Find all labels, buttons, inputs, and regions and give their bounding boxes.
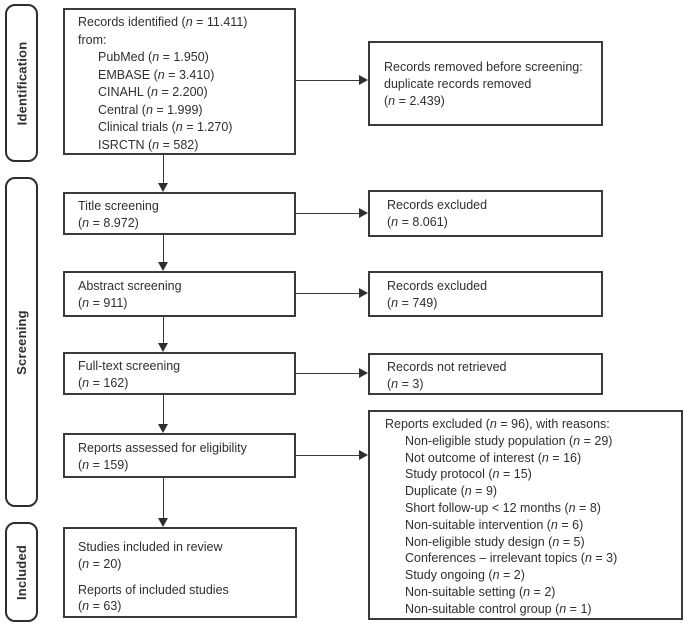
arrow-line-assessed-to-reports-excluded <box>296 454 359 457</box>
arrow-head-right-icon <box>359 288 368 298</box>
source-line: EMBASE (n = 3.410) <box>98 67 215 82</box>
reason-line: Short follow-up < 12 months (n = 8) <box>405 500 601 515</box>
text-line: (n = 20) <box>78 556 122 571</box>
text-line: (n = 2.439) <box>384 93 445 108</box>
studies-included-box: Studies included in review (n = 20) Repo… <box>63 527 297 618</box>
arrow-line-assessed-to-included <box>162 478 165 518</box>
text-line: Reports excluded (n = 96), with reasons: <box>385 417 610 431</box>
reason-line: Non-suitable setting (n = 2) <box>405 584 556 599</box>
text-line: Title screening <box>78 199 159 213</box>
reason-line: Non-suitable control group (n = 1) <box>405 601 592 616</box>
arrow-head-down-icon <box>158 183 168 192</box>
reason-line: Conferences – irrelevant topics (n = 3) <box>405 551 618 566</box>
reason-line: Duplicate (n = 9) <box>405 484 498 499</box>
reason-line: Not outcome of interest (n = 16) <box>405 450 582 465</box>
reason-line: Non-eligible study design (n = 5) <box>405 534 585 549</box>
reason-line: Non-eligible study population (n = 29) <box>405 433 613 448</box>
text-line: (n = 162) <box>78 375 129 390</box>
fulltext-screening-box: Full-text screening (n = 162) <box>63 352 296 395</box>
arrow-line-identified-to-title <box>162 155 165 183</box>
stage-included: Included <box>5 522 38 622</box>
arrow-line-title-to-abstract <box>162 235 165 262</box>
text-line: duplicate records removed <box>384 76 532 91</box>
records-identified-box: Records identified (n = 11.411) from: Pu… <box>63 8 296 155</box>
text-line: Records removed before screening: <box>384 60 583 74</box>
reason-line: Non-suitable intervention (n = 6) <box>405 517 584 532</box>
arrow-head-down-icon <box>158 518 168 527</box>
text-line: Records identified (n = 11.411) <box>78 15 248 29</box>
source-line: Clinical trials (n = 1.270) <box>98 120 233 134</box>
arrow-head-right-icon <box>359 75 368 85</box>
records-excluded-title-box: Records excluded (n = 8.061) <box>368 190 603 237</box>
reports-assessed-box: Reports assessed for eligibility (n = 15… <box>63 433 296 478</box>
text-line: Studies included in review <box>78 540 223 554</box>
text-line: Reports of included studies <box>78 582 229 597</box>
text-line: Abstract screening <box>78 279 182 293</box>
reason-line: Study ongoing (n = 2) <box>405 568 525 583</box>
stage-screening: Screening <box>5 177 38 507</box>
source-line: PubMed (n = 1.950) <box>98 50 209 64</box>
records-excluded-abstract-box: Records excluded (n = 749) <box>368 271 603 317</box>
source-line: CINAHL (n = 2.200) <box>98 85 208 99</box>
text-line: (n = 3) <box>387 376 424 391</box>
text-line: from: <box>78 32 107 47</box>
text-line: (n = 63) <box>78 599 122 614</box>
text-line: Records not retrieved <box>387 360 507 374</box>
arrow-line-abstract-to-fulltext <box>162 317 165 343</box>
arrow-line-identified-to-removed <box>296 79 359 82</box>
included-review-paragraph: Studies included in review (n = 20) <box>78 539 289 573</box>
stage-included-label: Included <box>14 544 29 600</box>
arrow-head-down-icon <box>158 343 168 352</box>
arrow-head-down-icon <box>158 424 168 433</box>
records-not-retrieved-box: Records not retrieved (n = 3) <box>368 353 603 395</box>
included-reports-paragraph: Reports of included studies (n = 63) <box>78 582 289 616</box>
title-screening-box: Title screening (n = 8.972) <box>63 192 296 235</box>
records-removed-box: Records removed before screening: duplic… <box>368 41 603 126</box>
arrow-head-down-icon <box>158 262 168 271</box>
reason-line: Study protocol (n = 15) <box>405 467 532 482</box>
text-line: (n = 911) <box>78 295 128 310</box>
arrow-line-fulltext-to-assessed <box>162 395 165 424</box>
arrow-head-right-icon <box>359 208 368 218</box>
text-line: Records excluded <box>387 198 488 212</box>
abstract-screening-box: Abstract screening (n = 911) <box>63 271 296 317</box>
text-line: Full-text screening <box>78 359 181 373</box>
arrow-head-right-icon <box>359 450 368 460</box>
stage-identification: Identification <box>5 4 38 162</box>
arrow-line-abstract-to-excluded <box>296 292 359 295</box>
stage-identification-label: Identification <box>14 41 30 125</box>
source-line: Central (n = 1.999) <box>98 102 203 117</box>
text-line: Records excluded <box>387 279 488 293</box>
text-line: (n = 159) <box>78 457 129 472</box>
arrow-line-fulltext-to-not-retrieved <box>296 372 359 375</box>
text-line: Reports assessed for eligibility <box>78 441 247 455</box>
source-line: ISRCTN (n = 582) <box>98 137 199 152</box>
arrow-head-right-icon <box>359 368 368 378</box>
text-line: (n = 8.972) <box>78 215 139 230</box>
text-line: (n = 749) <box>387 295 438 310</box>
arrow-line-title-to-excluded <box>296 212 359 215</box>
stage-screening-label: Screening <box>14 309 29 375</box>
reports-excluded-box: Reports excluded (n = 96), with reasons:… <box>368 410 683 620</box>
text-line: (n = 8.061) <box>387 214 448 229</box>
